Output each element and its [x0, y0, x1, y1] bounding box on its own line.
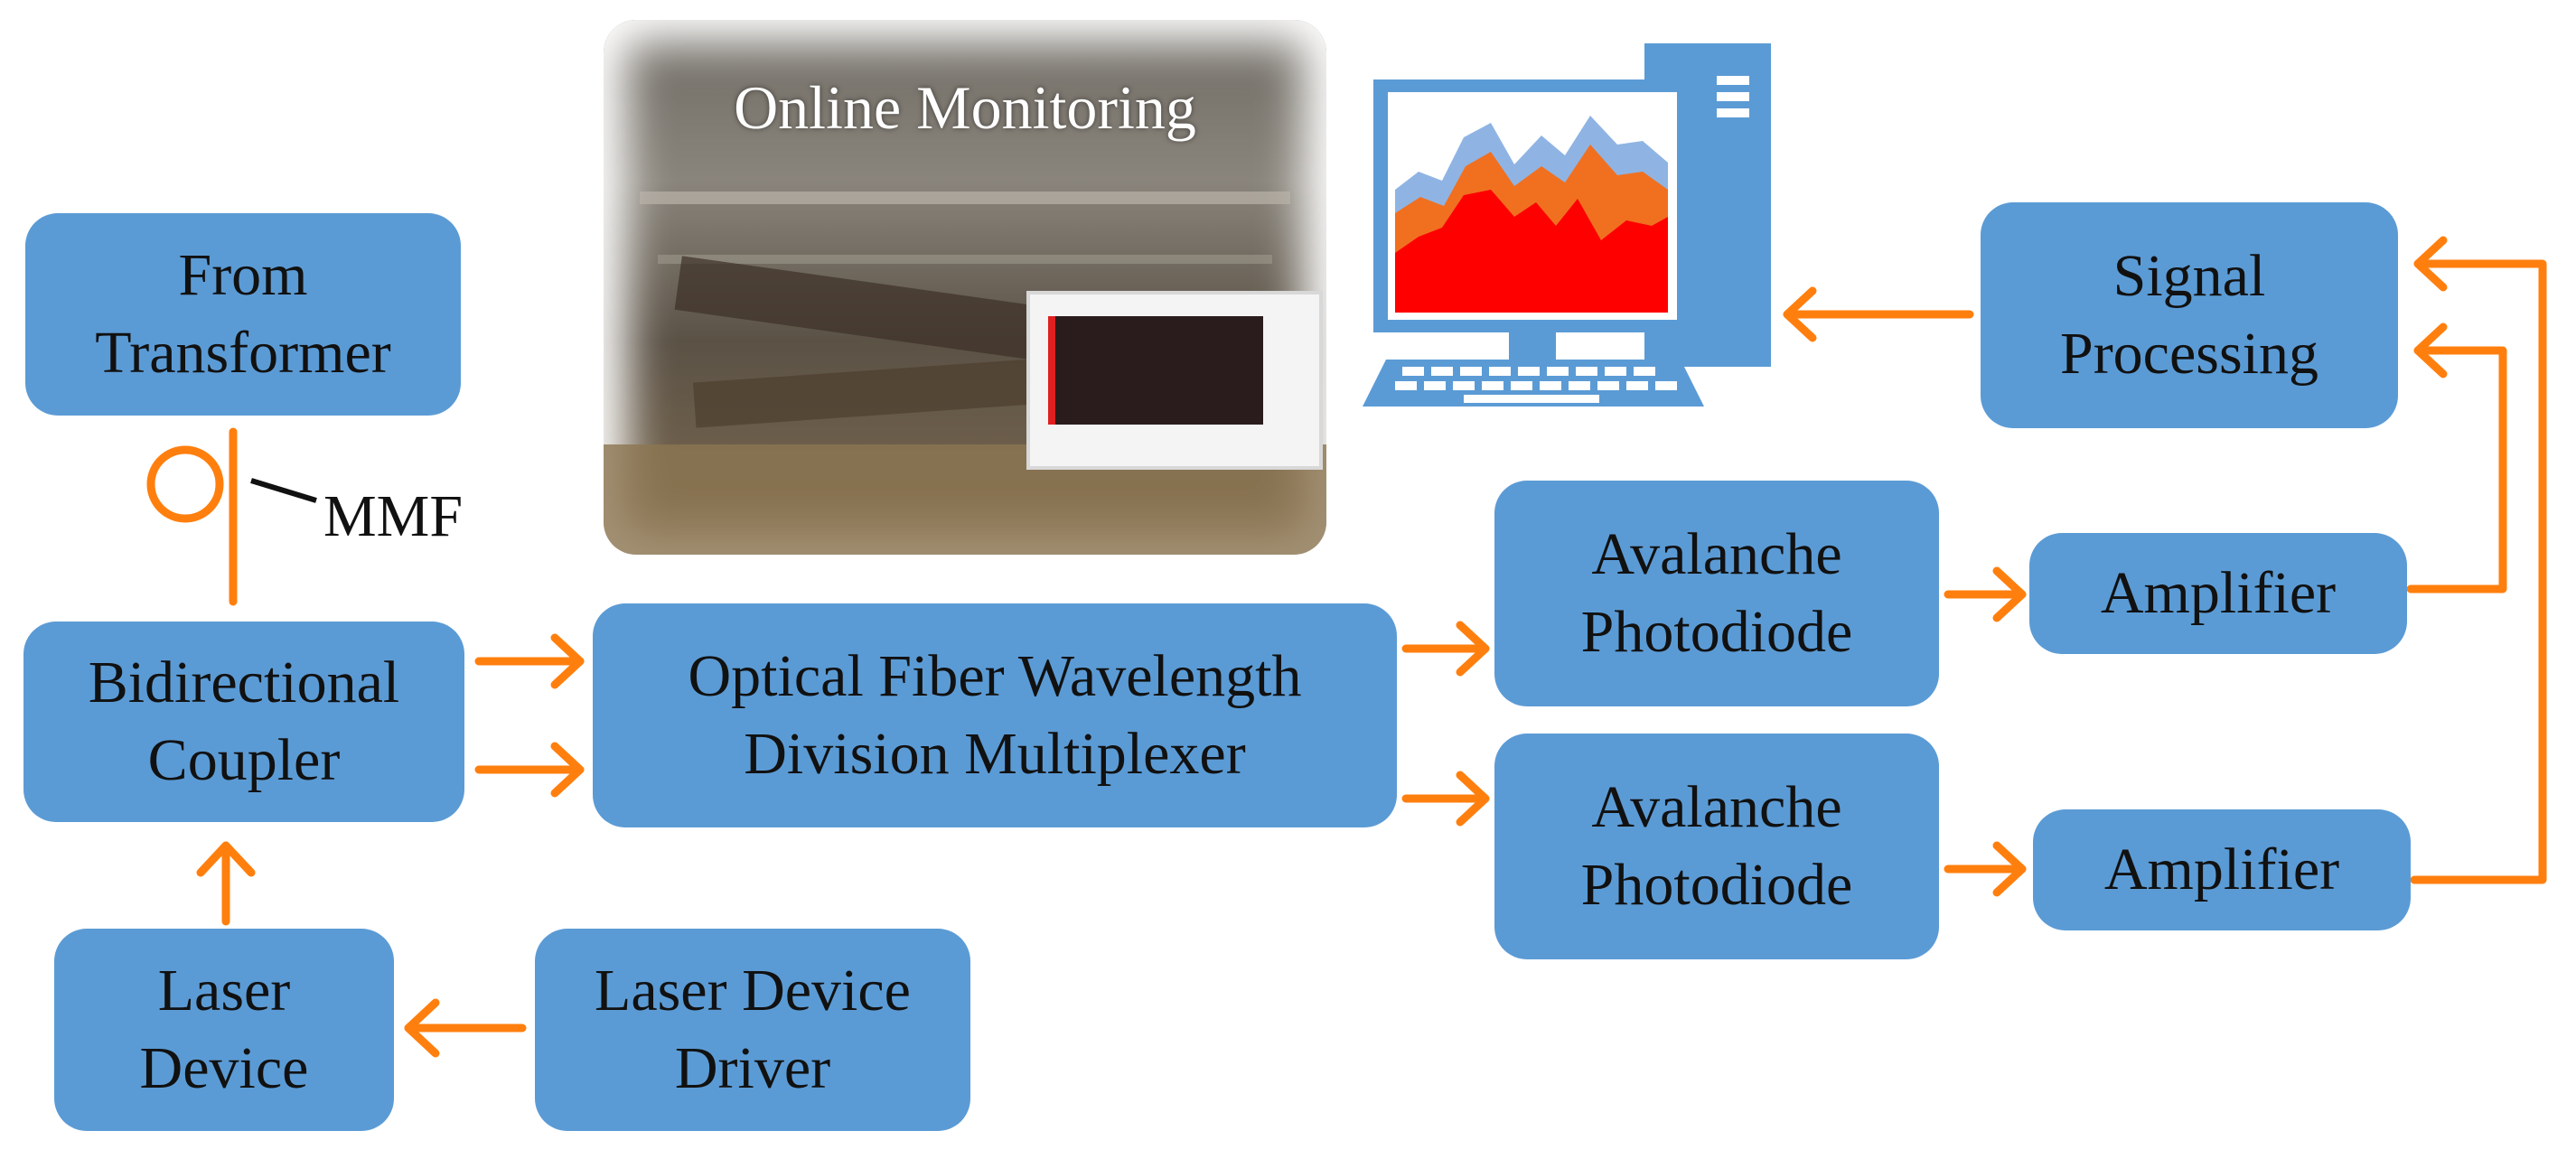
tower-slot-icon — [1717, 76, 1749, 85]
amplifier-top-box: Amplifier — [2029, 533, 2407, 654]
arrow-wdm-to-apd-bottom — [1401, 771, 1490, 827]
signal-processing-box: Signal Processing — [1981, 202, 2398, 428]
photo-beam — [658, 255, 1272, 264]
photo-monitor — [1026, 291, 1323, 470]
fiber-coil-icon — [146, 427, 238, 606]
from-transformer-box: From Transformer — [25, 213, 461, 416]
screen-chart-red-area — [1395, 190, 1668, 313]
arrow-coupler-to-wdm-1 — [474, 633, 585, 689]
laser-device-box: Laser Device — [54, 929, 394, 1131]
laser-device-label: Laser Device — [139, 958, 309, 1101]
arrow-wdm-to-apd-top — [1401, 621, 1490, 677]
arrow-signal-processing-to-computer — [1783, 286, 1974, 342]
arrow-apd-bottom-to-amp-bottom — [1944, 841, 2027, 897]
arrow-coupler-to-wdm-2 — [474, 742, 585, 798]
signal-processing-label: Signal Processing — [2060, 243, 2318, 387]
monitor-stand — [1509, 332, 1556, 360]
tower-slot-icon — [1717, 92, 1749, 101]
bidirectional-coupler-box: Bidirectional Coupler — [23, 622, 464, 822]
mmf-label: MMF — [323, 483, 464, 549]
keyboard-keys — [1395, 367, 1677, 403]
from-transformer-label: From Transformer — [95, 242, 391, 386]
photo-monitor-screen — [1048, 316, 1263, 425]
photo-beam — [640, 192, 1290, 204]
arrow-amp-top-to-signal-processing — [2406, 322, 2507, 594]
amplifier-top-label: Amplifier — [2100, 560, 2337, 627]
apd-bottom-label: Avalanche Photodiode — [1580, 774, 1853, 918]
desktop-computer-icon — [1363, 43, 1771, 407]
arrow-driver-to-laser — [404, 998, 527, 1058]
amplifier-bottom-label: Amplifier — [2103, 837, 2340, 903]
laser-device-driver-box: Laser Device Driver — [535, 929, 970, 1131]
arrow-amp-bottom-to-signal-processing — [2410, 236, 2547, 884]
substation-monitoring-photo: Online Monitoring — [604, 20, 1326, 555]
bidirectional-coupler-label: Bidirectional Coupler — [88, 650, 400, 793]
amplifier-bottom-box: Amplifier — [2033, 809, 2411, 930]
tower-slot-icon — [1717, 108, 1749, 117]
online-monitoring-label: Online Monitoring — [734, 73, 1196, 142]
mmf-leader-line — [250, 478, 317, 503]
laser-device-driver-label: Laser Device Driver — [595, 958, 911, 1101]
arrow-apd-top-to-amp-top — [1944, 566, 2027, 622]
arrow-laser-to-coupler — [196, 841, 256, 926]
apd-top-box: Avalanche Photodiode — [1494, 481, 1939, 706]
wdm-box: Optical Fiber Wavelength Division Multip… — [593, 603, 1397, 827]
wdm-label: Optical Fiber Wavelength Division Multip… — [688, 643, 1302, 787]
apd-bottom-box: Avalanche Photodiode — [1494, 734, 1939, 959]
apd-top-label: Avalanche Photodiode — [1580, 521, 1853, 665]
